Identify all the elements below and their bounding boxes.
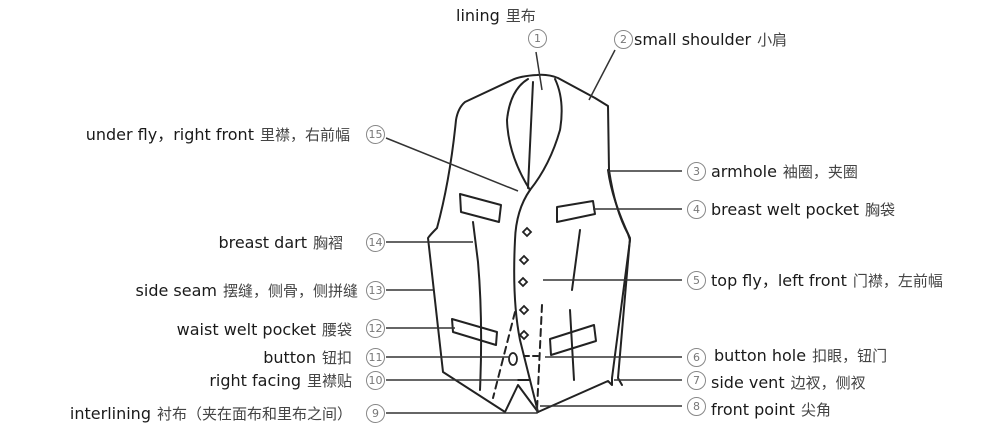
- label-interlining: interlining 衬布（夹在面布和里布之间）: [70, 404, 352, 424]
- waist-pocket-left: [451, 318, 498, 346]
- label-en: interlining: [69, 404, 151, 423]
- marker-2: 2: [614, 30, 633, 49]
- label-top-fly: top fly，left front 门襟，左前幅: [711, 271, 943, 291]
- lapel-right: [529, 78, 563, 191]
- marker-11: 11: [366, 348, 385, 367]
- lapel-left: [506, 78, 531, 191]
- button-hole-3: [517, 276, 529, 288]
- label-zh: 腰袋: [321, 321, 352, 339]
- breast-dart-left: [472, 221, 483, 391]
- label-en: breast dart: [218, 233, 307, 252]
- interlining-dash-2: [536, 304, 543, 411]
- breast-pocket-right: [556, 200, 596, 223]
- label-zh: 袖圈，夹圈: [782, 163, 858, 181]
- label-en: right facing: [209, 371, 301, 390]
- label-en: waist welt pocket: [176, 320, 316, 339]
- label-side-vent: side vent 边衩，侧衩: [711, 373, 866, 393]
- label-en: armhole: [711, 162, 777, 181]
- label-breast-welt-pocket: breast welt pocket 胸袋: [711, 200, 895, 220]
- waist-pocket-right: [549, 324, 597, 356]
- breast-pocket-left: [459, 193, 502, 223]
- marker-4: 4: [687, 200, 706, 219]
- label-en: small shoulder: [634, 30, 752, 49]
- label-zh: 小肩: [757, 31, 788, 49]
- marker-13: 13: [366, 281, 385, 300]
- label-en: lining: [456, 6, 500, 25]
- label-small-shoulder: small shoulder 小肩: [634, 30, 787, 50]
- marker-6: 6: [687, 348, 706, 367]
- marker-3: 3: [687, 162, 706, 181]
- label-zh: 钮扣: [321, 349, 352, 367]
- dart-right-lower: [569, 309, 575, 381]
- leader-1: [535, 51, 543, 91]
- vest-outline: [427, 73, 631, 413]
- marker-9: 9: [366, 404, 385, 423]
- label-en: under fly，right front: [85, 125, 254, 144]
- label-zh: 扣眼，钮门: [812, 347, 888, 365]
- marker-15: 15: [366, 125, 385, 144]
- lining-center-line: [527, 81, 534, 189]
- marker-14: 14: [366, 233, 385, 252]
- front-opening: [513, 189, 539, 413]
- marker-7: 7: [687, 371, 706, 390]
- button-hole-1: [521, 226, 533, 238]
- interlining-dash-1: [492, 311, 516, 399]
- label-zh: 边衩，侧衩: [790, 374, 866, 392]
- label-side-seam: side seam 摆缝，侧骨，侧拼缝: [136, 281, 358, 301]
- label-zh: 尖角: [800, 401, 831, 419]
- label-zh: 里布: [505, 7, 536, 25]
- label-armhole: armhole 袖圈，夹圈: [711, 162, 858, 182]
- label-en: side vent: [711, 373, 785, 392]
- label-zh: 里襟，右前幅: [259, 126, 350, 144]
- marker-5: 5: [687, 271, 706, 290]
- side-vent-line: [607, 169, 631, 386]
- label-en: side seam: [135, 281, 217, 300]
- button-hole-5: [518, 329, 530, 341]
- label-en: top fly，left front: [711, 271, 847, 290]
- marker-1: 1: [528, 29, 547, 48]
- marker-10: 10: [366, 371, 385, 390]
- button-hole-2: [518, 254, 530, 266]
- label-en: button: [263, 348, 316, 367]
- label-breast-dart: breast dart 胸褶: [218, 233, 343, 253]
- label-lining: lining 里布: [456, 6, 536, 26]
- label-zh: 门襟，左前幅: [852, 272, 943, 290]
- label-front-point: front point 尖角: [711, 400, 831, 420]
- label-zh: 胸袋: [865, 201, 896, 219]
- leader-2: [588, 49, 616, 101]
- marker-8: 8: [687, 397, 706, 416]
- label-under-fly: under fly，right front 里襟，右前幅: [86, 125, 350, 145]
- label-zh: 胸褶: [312, 234, 343, 252]
- label-en: breast welt pocket: [711, 200, 860, 219]
- button: [508, 352, 518, 366]
- label-zh: 摆缝，侧骨，侧拼缝: [222, 282, 358, 300]
- button-hole-4: [518, 304, 530, 316]
- leader-9: [386, 405, 538, 414]
- label-en: button hole: [714, 346, 807, 365]
- label-button: button 钮扣: [263, 348, 352, 368]
- label-right-facing: right facing 里襟贴: [209, 371, 352, 391]
- leader-15: [385, 137, 519, 192]
- marker-12: 12: [366, 319, 385, 338]
- label-zh: 衬布（夹在面布和里布之间）: [156, 405, 352, 423]
- label-zh: 里襟贴: [306, 372, 352, 390]
- dart-right: [571, 229, 581, 291]
- label-waist-welt-pocket: waist welt pocket 腰袋: [177, 320, 352, 340]
- label-button-hole: button hole 扣眼，钮门: [714, 346, 887, 366]
- label-en: front point: [711, 400, 795, 419]
